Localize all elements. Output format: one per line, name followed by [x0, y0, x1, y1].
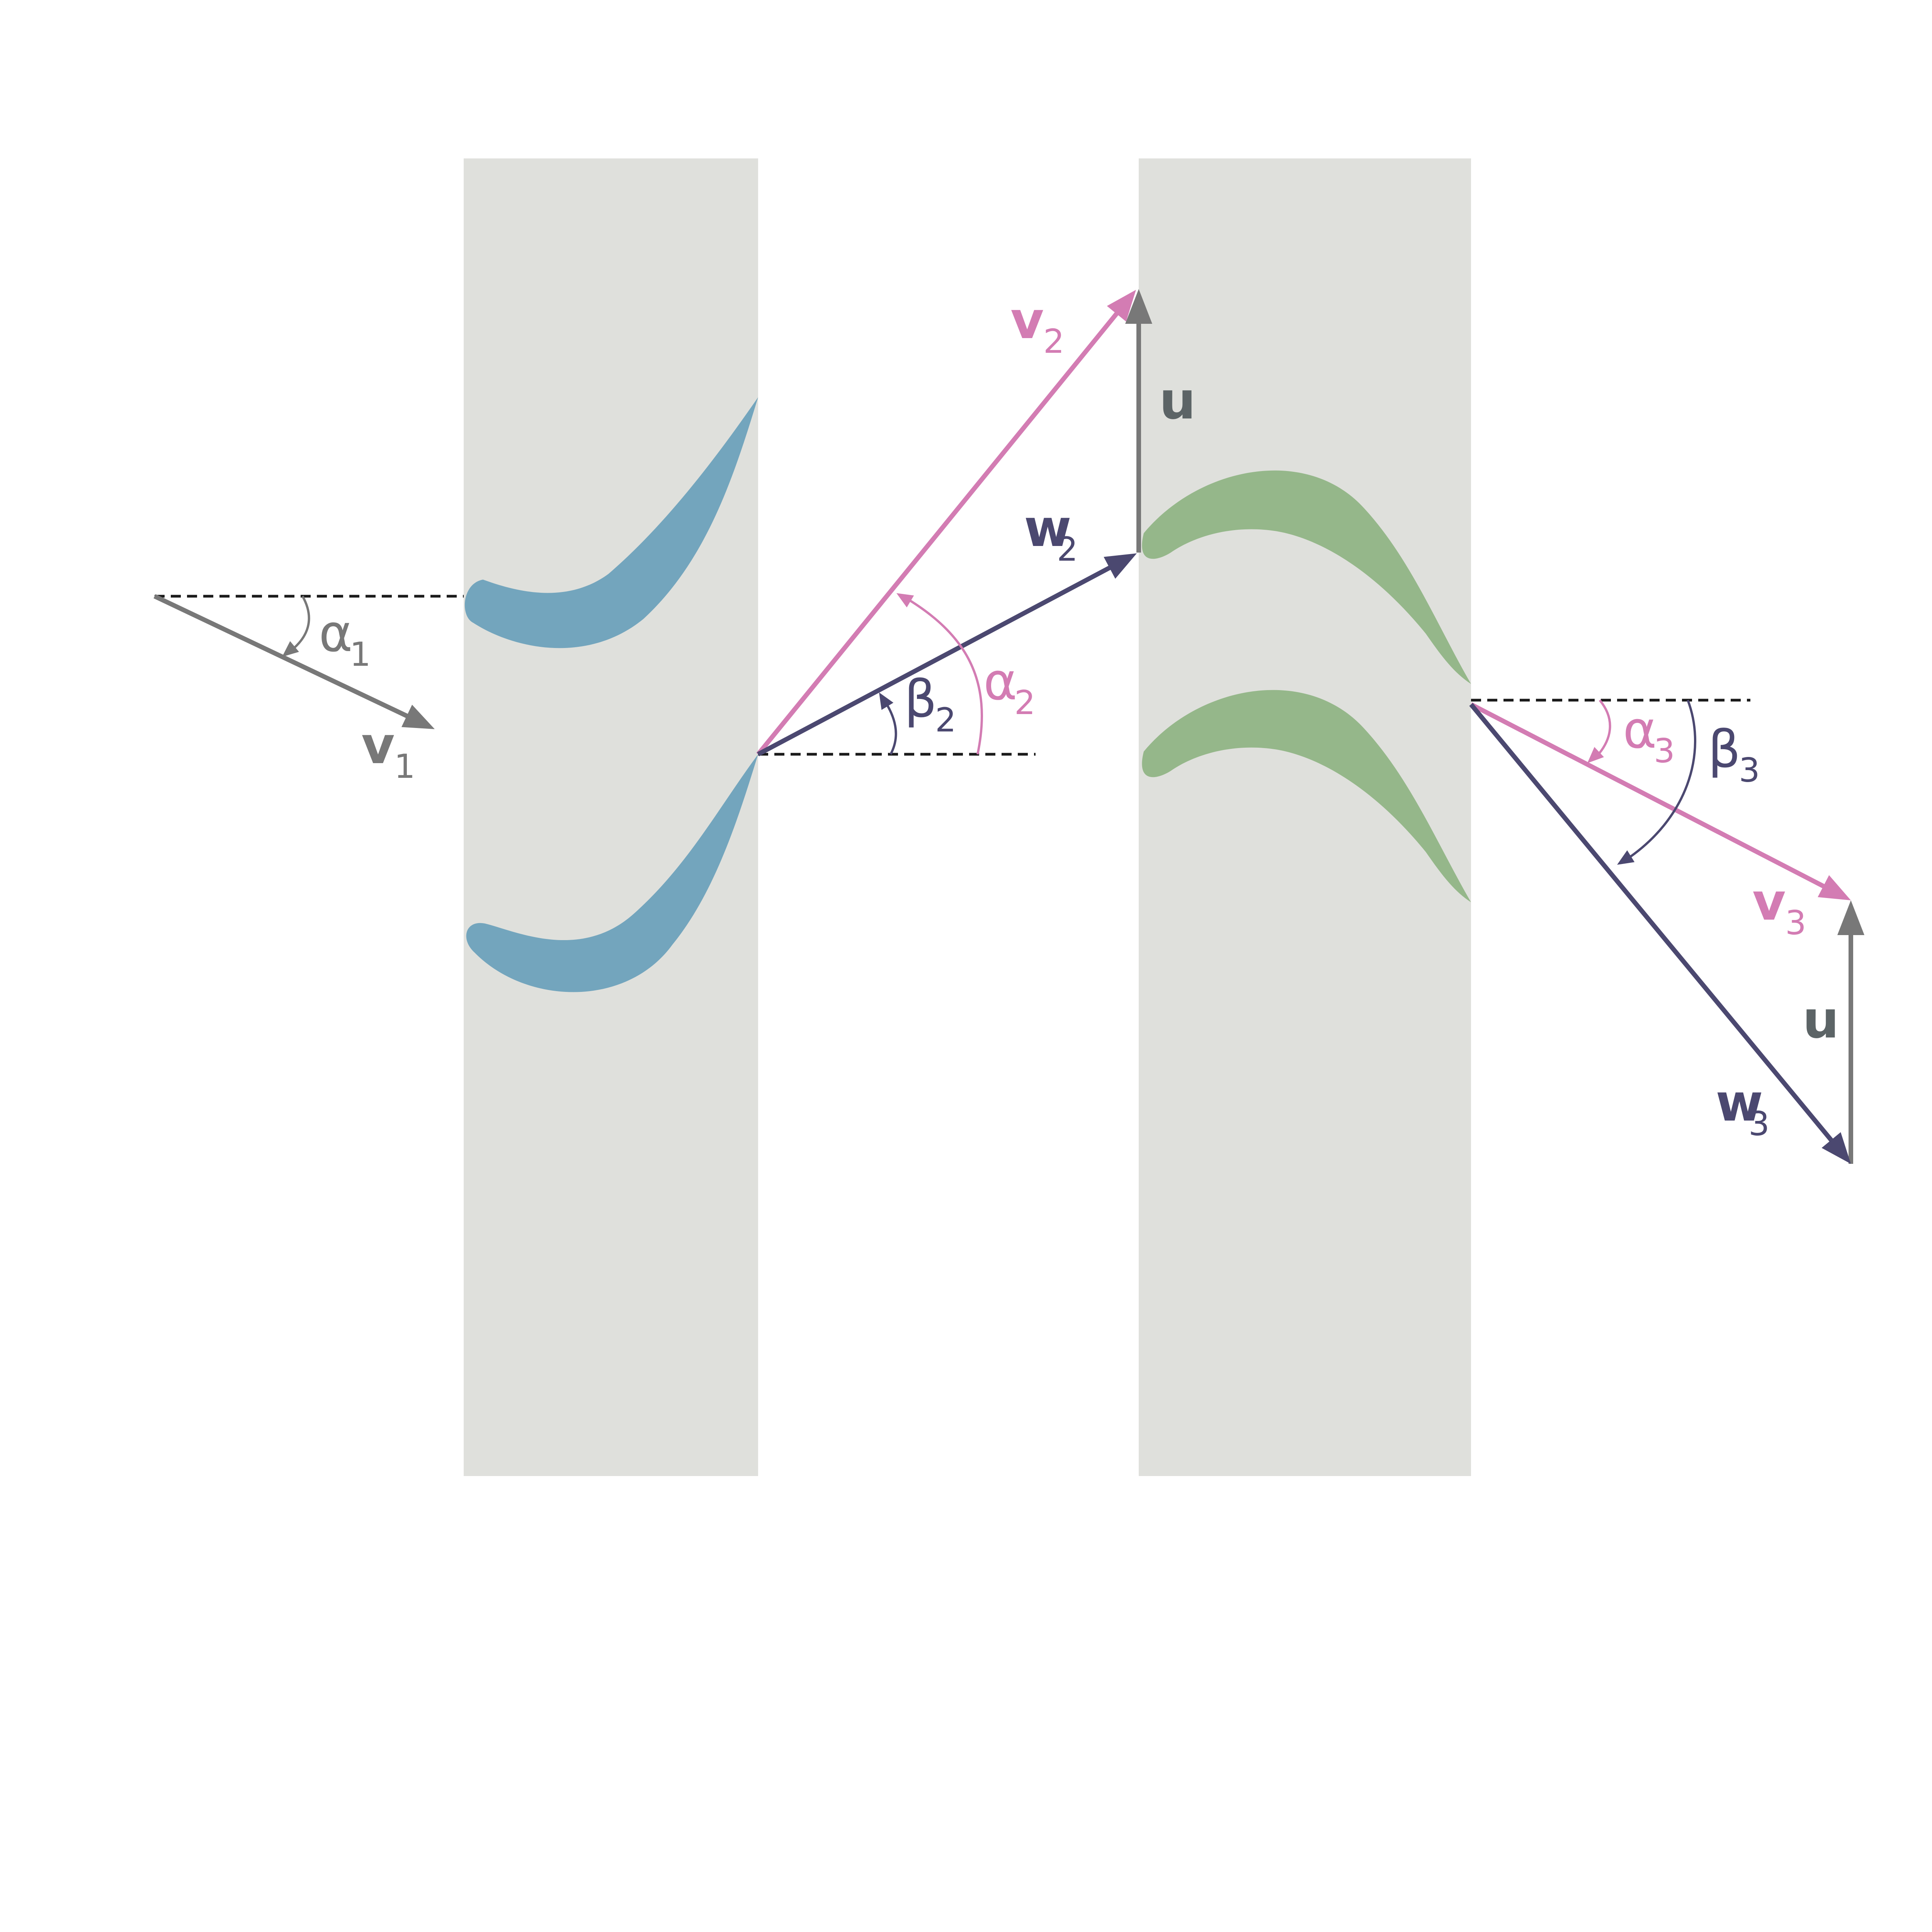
label-v3: v3: [1752, 872, 1806, 942]
label-alpha3-subscript: 3: [1654, 732, 1675, 770]
relative-velocity-vector-w3: [1469, 703, 1851, 1164]
label-v2-subscript: 2: [1043, 322, 1065, 361]
label-v3-symbol: v: [1752, 872, 1786, 932]
label-u-top-symbol: u: [1159, 371, 1196, 431]
angle-arc-beta3: [1617, 699, 1696, 865]
label-w2-symbol: w: [1024, 499, 1071, 558]
label-w2: w2: [1024, 499, 1078, 569]
blade-speed-vector-u-top: [1125, 289, 1152, 553]
label-beta2: β2: [904, 670, 956, 740]
label-alpha1-symbol: α: [319, 604, 353, 663]
label-u-bottom: u: [1803, 990, 1839, 1050]
label-alpha2: α2: [983, 652, 1036, 722]
label-v3-subscript: 3: [1785, 904, 1806, 942]
label-w3: w3: [1716, 1073, 1770, 1143]
label-alpha3-symbol: α: [1623, 701, 1657, 760]
rotor-blade-upper: [1142, 470, 1471, 684]
angle-arc-beta2: [879, 692, 897, 755]
angle-arc-alpha3: [1587, 699, 1611, 763]
label-w3-symbol: w: [1716, 1073, 1763, 1133]
label-beta3-symbol: β: [1708, 720, 1741, 779]
label-v2: v2: [1010, 291, 1065, 361]
velocity-vector-v1: [153, 594, 435, 729]
label-v2-symbol: v: [1010, 291, 1044, 350]
label-w2-subscript: 2: [1057, 530, 1078, 569]
label-alpha3: α3: [1623, 701, 1675, 770]
label-v1: v1: [361, 716, 415, 786]
label-v1-subscript: 1: [394, 747, 415, 786]
label-beta3: β3: [1708, 720, 1760, 790]
label-beta2-symbol: β: [904, 670, 937, 729]
rotor-blade-lower: [1142, 690, 1471, 902]
velocity-vector-v2: [756, 290, 1136, 756]
label-beta2-subscript: 2: [935, 701, 956, 740]
stator-panel: [464, 158, 758, 1476]
blade-speed-vector-u-bottom: [1837, 900, 1864, 1164]
angle-arc-alpha1: [282, 595, 310, 657]
label-beta3-subscript: 3: [1739, 751, 1760, 790]
label-u-bottom-symbol: u: [1803, 990, 1839, 1050]
relative-velocity-vector-w2: [757, 553, 1137, 757]
label-alpha2-subscript: 2: [1014, 684, 1036, 722]
stator-blade-upper: [464, 397, 758, 648]
label-v1-symbol: v: [361, 716, 395, 776]
velocity-vector-v3: [1470, 702, 1851, 900]
label-alpha2-symbol: α: [983, 652, 1017, 712]
label-w3-subscript: 3: [1748, 1105, 1770, 1143]
stator-blade-lower: [466, 754, 758, 992]
label-alpha1: α1: [319, 604, 371, 674]
label-alpha1-subscript: 1: [350, 635, 371, 674]
label-u-top: u: [1159, 371, 1196, 431]
angle-arc-alpha2: [896, 593, 983, 755]
